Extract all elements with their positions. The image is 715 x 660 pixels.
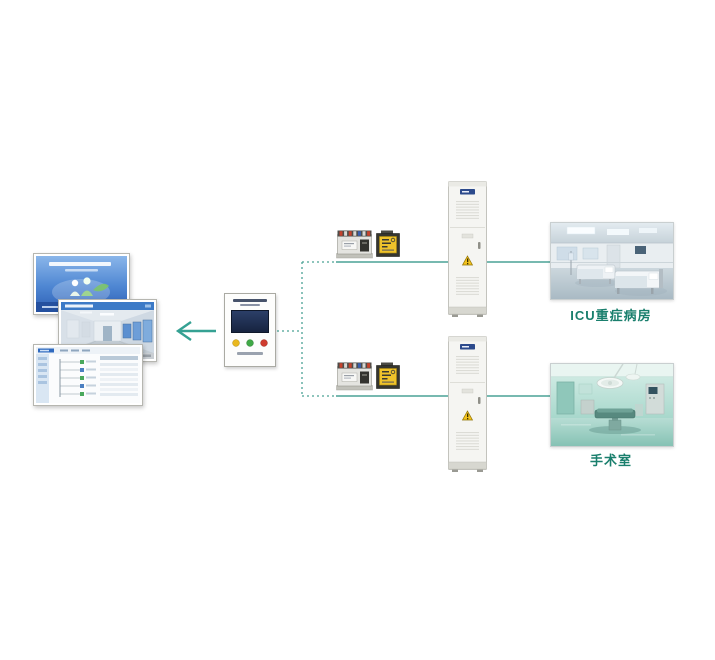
dual-power-transfer-switch xyxy=(336,230,373,259)
anesthesia-machine xyxy=(645,383,665,415)
or-door xyxy=(556,381,575,415)
ats-device-group-top xyxy=(336,228,400,260)
isolation-transformer-device xyxy=(376,362,400,389)
surgical-light-icon xyxy=(596,377,624,389)
wall-monitor xyxy=(635,246,646,254)
panel-subtitle-text xyxy=(240,304,260,306)
central-monitoring-panel xyxy=(224,293,276,367)
software-screenshot-schematic-view xyxy=(33,344,143,406)
isolation-transformer-device xyxy=(376,230,400,257)
left-arrow-icon xyxy=(175,321,216,341)
operating-table-icon xyxy=(589,408,641,434)
operating-room-photo xyxy=(550,363,674,447)
hospital-bed-icon xyxy=(576,264,616,284)
equipment-cart xyxy=(580,399,595,415)
operating-room-label: 手术室 xyxy=(589,453,632,468)
dual-power-transfer-switch xyxy=(336,362,373,391)
surgical-light-icon xyxy=(625,373,641,381)
icu-ward-graphic xyxy=(551,223,673,299)
icu-ward-label: ICU重症病房 xyxy=(570,308,652,323)
panel-title-text xyxy=(233,299,267,302)
panel-indicator-leds xyxy=(232,339,268,347)
led-green xyxy=(246,339,254,347)
icu-ward-photo xyxy=(550,222,674,300)
panel-caption-text xyxy=(237,352,263,355)
power-distribution-cabinet-bottom xyxy=(448,335,487,475)
schematic-view-graphic xyxy=(36,347,140,403)
distribution-cabinet-graphic xyxy=(448,181,487,317)
ats-device-group-bottom xyxy=(336,360,400,392)
operating-room-graphic xyxy=(551,364,673,446)
hospital-bed-icon xyxy=(614,269,663,294)
distribution-cabinet-graphic xyxy=(448,336,487,472)
power-distribution-cabinet-top xyxy=(448,180,487,320)
ceiling-light xyxy=(566,226,596,235)
led-yellow xyxy=(232,339,240,347)
led-red xyxy=(260,339,268,347)
panel-lcd-display xyxy=(231,310,269,333)
